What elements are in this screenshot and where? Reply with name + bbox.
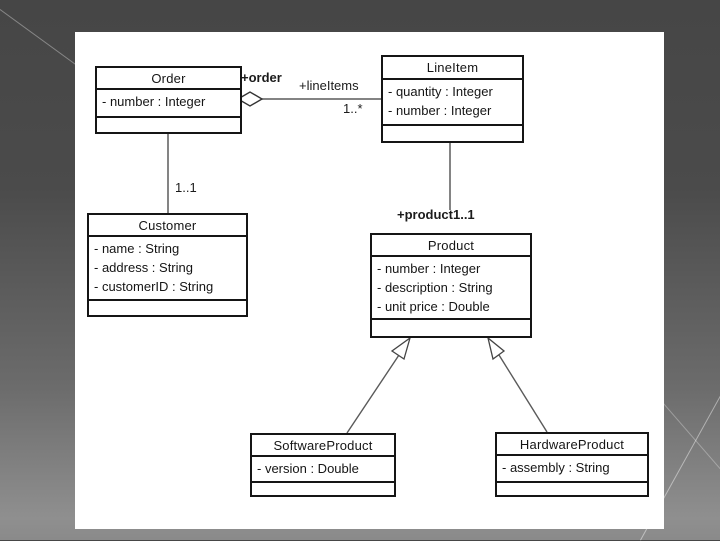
class-product-attribute: - number : Integer bbox=[377, 261, 481, 276]
class-lineitem-attribute: - quantity : Integer bbox=[388, 84, 493, 99]
class-product: Product - number : Integer - description… bbox=[370, 233, 532, 338]
slide-canvas: Order - number : Integer LineItem - quan… bbox=[75, 32, 664, 529]
class-customer-attribute: - name : String bbox=[94, 241, 180, 256]
class-customer: Customer - name : String - address : Str… bbox=[87, 213, 248, 317]
class-customer-attribute: - customerID : String bbox=[94, 279, 214, 294]
class-product-operations bbox=[372, 320, 530, 336]
class-lineitem-title: LineItem bbox=[383, 57, 522, 80]
class-hardwareproduct-attribute: - assembly : String bbox=[502, 460, 610, 475]
class-hardwareproduct-title: HardwareProduct bbox=[497, 434, 647, 456]
class-hardwareproduct: HardwareProduct - assembly : String bbox=[495, 432, 649, 497]
uml-connectors bbox=[167, 91, 548, 434]
softwareproduct-product-line bbox=[346, 354, 400, 434]
diagonal-streak-top-left bbox=[0, 6, 79, 67]
aggregation-diamond-icon bbox=[236, 91, 264, 107]
class-lineitem-operations bbox=[383, 126, 522, 141]
class-order-operations bbox=[97, 118, 240, 132]
role-label-lineitems: +lineItems bbox=[299, 78, 359, 93]
diagonal-streak-bottom-right-2 bbox=[654, 393, 720, 470]
role-label-product: +product1..1 bbox=[397, 207, 475, 222]
role-label-order: +order bbox=[241, 70, 282, 85]
class-product-attribute: - unit price : Double bbox=[377, 299, 490, 314]
generalization-arrow-left-icon bbox=[390, 336, 412, 361]
class-lineitem: LineItem - quantity : Integer - number :… bbox=[381, 55, 524, 143]
class-customer-attribute: - address : String bbox=[94, 260, 193, 275]
class-order-title: Order bbox=[97, 68, 240, 90]
class-product-title: Product bbox=[372, 235, 530, 257]
multiplicity-label-customer: 1..1 bbox=[175, 180, 197, 195]
class-order-attribute: - number : Integer bbox=[102, 94, 206, 109]
class-softwareproduct: SoftwareProduct - version : Double bbox=[250, 433, 396, 497]
hardwareproduct-product-line bbox=[498, 354, 548, 433]
class-softwareproduct-title: SoftwareProduct bbox=[252, 435, 394, 457]
class-softwareproduct-operations bbox=[252, 483, 394, 495]
class-customer-operations bbox=[89, 301, 246, 315]
class-softwareproduct-attribute: - version : Double bbox=[257, 461, 359, 476]
class-hardwareproduct-operations bbox=[497, 483, 647, 495]
class-product-attribute: - description : String bbox=[377, 280, 493, 295]
class-lineitem-attribute: - number : Integer bbox=[388, 103, 492, 118]
multiplicity-label-lineitems: 1..* bbox=[343, 101, 363, 116]
class-order: Order - number : Integer bbox=[95, 66, 242, 134]
generalization-arrow-right-icon bbox=[486, 336, 506, 361]
class-customer-title: Customer bbox=[89, 215, 246, 237]
